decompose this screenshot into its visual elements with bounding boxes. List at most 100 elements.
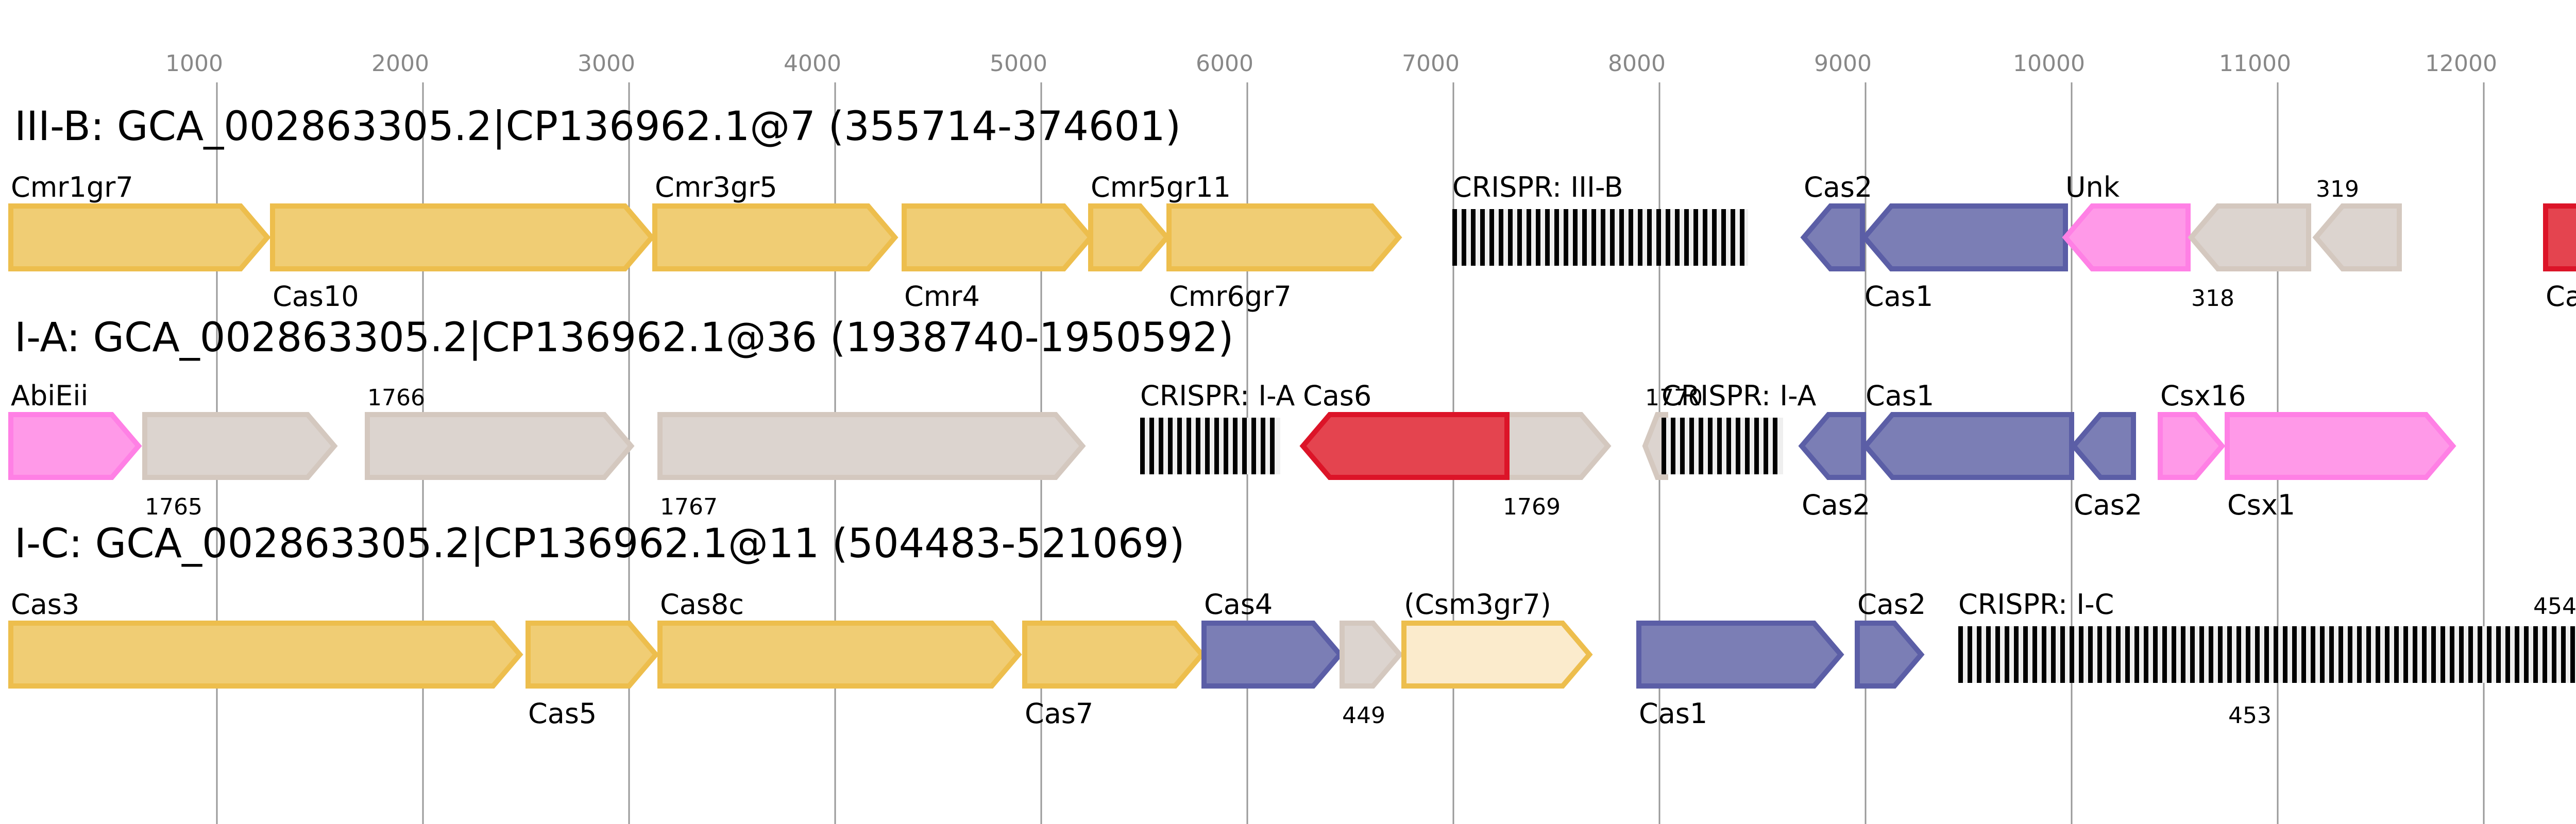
gene-arrow[interactable]: 1765 bbox=[142, 412, 338, 520]
gene-shape[interactable] bbox=[2158, 412, 2226, 480]
crispr-array[interactable]: CRISPR: I-C bbox=[1958, 588, 2576, 683]
crispr-repeat bbox=[2422, 626, 2427, 683]
gene-shape[interactable] bbox=[657, 621, 1022, 689]
gene-arrow[interactable]: Cas6 bbox=[2543, 203, 2576, 313]
crispr-array[interactable]: CRISPR: I-A bbox=[1662, 380, 1816, 474]
crispr-repeat bbox=[2255, 626, 2260, 683]
gene-shape[interactable] bbox=[902, 203, 1094, 271]
gene-arrow[interactable]: (Csm3gr7) bbox=[1401, 588, 1593, 689]
gene-shape[interactable] bbox=[2070, 412, 2136, 480]
gene-arrow[interactable]: Cas1 bbox=[1862, 380, 2074, 480]
crispr-repeat bbox=[1159, 418, 1163, 474]
gene-arrow[interactable]: 1766 bbox=[365, 385, 635, 480]
crispr-repeat bbox=[1708, 418, 1713, 474]
crispr-repeat bbox=[1233, 418, 1238, 474]
feature-label-text: 1769 bbox=[1503, 494, 1561, 520]
gene-arrow[interactable]: Cas6 bbox=[1299, 380, 1510, 480]
crispr-repeat bbox=[2570, 626, 2575, 683]
gene-shape[interactable] bbox=[526, 621, 659, 689]
gene-shape[interactable] bbox=[1636, 621, 1844, 689]
gene-shape[interactable] bbox=[2543, 203, 2576, 271]
gene-shape[interactable] bbox=[1862, 412, 2074, 480]
row-title: I-A: GCA_002863305.2|CP136962.1@36 (1938… bbox=[14, 315, 1234, 361]
feature-label-text: Cas2 bbox=[1857, 588, 1926, 621]
gene-arrow[interactable]: Cmr6gr7 bbox=[1166, 203, 1402, 313]
gene-shape[interactable] bbox=[142, 412, 338, 480]
gene-arrow[interactable]: Cas5 bbox=[526, 621, 659, 730]
crispr-repeat bbox=[1196, 418, 1200, 474]
gene-arrow[interactable]: 1770 bbox=[1642, 385, 1703, 480]
gene-arrow[interactable]: Csx1 bbox=[2225, 412, 2456, 521]
gene-shape[interactable] bbox=[1401, 621, 1593, 689]
gene-arrow[interactable]: Cas4 bbox=[1201, 588, 1344, 689]
gene-arrow[interactable]: Cas10 bbox=[270, 203, 655, 313]
gene-arrow[interactable]: Cas2 bbox=[1855, 588, 1926, 689]
gene-arrow[interactable]: Cmr5gr11 bbox=[1088, 171, 1231, 271]
crispr-repeat bbox=[1471, 209, 1476, 266]
gene-arrow[interactable]: 318 bbox=[2188, 203, 2311, 312]
feature-label-text: Cmr6gr7 bbox=[1169, 280, 1292, 313]
gene-arrow[interactable]: AbiEii bbox=[8, 380, 142, 480]
gene-shape[interactable] bbox=[8, 412, 142, 480]
gene-shape[interactable] bbox=[1800, 203, 1865, 271]
gene-arrow[interactable]: Cas7 bbox=[1022, 621, 1206, 730]
tick-label: 5000 bbox=[990, 50, 1047, 77]
gene-shape[interactable] bbox=[652, 203, 899, 271]
gene-arrow[interactable]: Cas2 bbox=[1800, 171, 1872, 271]
crispr-repeat bbox=[1545, 209, 1550, 266]
gene-arrow[interactable]: 449 bbox=[1340, 621, 1403, 729]
crispr-array[interactable]: CRISPR: I-A bbox=[1140, 380, 1295, 474]
gene-shape[interactable] bbox=[1299, 412, 1510, 480]
gene-shape[interactable] bbox=[657, 412, 1086, 480]
gene-arrow[interactable]: Cmr3gr5 bbox=[652, 171, 899, 271]
crispr-repeat bbox=[1149, 418, 1154, 474]
gene-shape[interactable] bbox=[1201, 621, 1344, 689]
crispr-repeat bbox=[1499, 209, 1503, 266]
gene-shape[interactable] bbox=[1022, 621, 1206, 689]
crispr-repeat bbox=[2357, 626, 2362, 683]
crispr-repeat bbox=[1675, 209, 1680, 266]
gene-arrow[interactable]: Cas1 bbox=[1861, 203, 2068, 313]
feature-label-text: Csx16 bbox=[2160, 380, 2246, 412]
feature-label[interactable]: 453 bbox=[2228, 702, 2272, 729]
crispr-repeat bbox=[1489, 209, 1494, 266]
gene-arrow[interactable]: Cmr1gr7 bbox=[8, 171, 271, 271]
row-title: I-C: GCA_002863305.2|CP136962.1@11 (5044… bbox=[14, 521, 1185, 567]
crispr-repeat bbox=[2552, 626, 2556, 683]
crispr-repeat bbox=[2348, 626, 2352, 683]
gene-shape[interactable] bbox=[365, 412, 635, 480]
gene-arrow[interactable]: Cas1 bbox=[1636, 621, 1844, 730]
gene-shape[interactable] bbox=[2062, 203, 2191, 271]
crispr-repeat bbox=[2209, 626, 2213, 683]
crispr-repeat bbox=[1968, 626, 1972, 683]
crispr-repeat bbox=[1629, 209, 1633, 266]
feature-label[interactable]: 454 bbox=[2533, 593, 2576, 620]
gene-shape[interactable] bbox=[1166, 203, 1402, 271]
gene-shape[interactable] bbox=[2225, 412, 2456, 480]
crispr-repeat bbox=[1527, 209, 1531, 266]
gene-shape[interactable] bbox=[2188, 203, 2311, 271]
gene-shape[interactable] bbox=[8, 203, 271, 271]
gene-arrow[interactable]: Cmr4 bbox=[902, 203, 1094, 313]
gene-shape[interactable] bbox=[1340, 621, 1403, 689]
gene-shape[interactable] bbox=[1798, 412, 1866, 480]
gene-shape[interactable] bbox=[1855, 621, 1925, 689]
gene-arrow[interactable]: Cas2 bbox=[2070, 412, 2142, 521]
gene-arrow[interactable]: Cas2 bbox=[1798, 412, 1870, 521]
gene-arrow[interactable]: 319 bbox=[2312, 176, 2402, 271]
gene-shape[interactable] bbox=[270, 203, 655, 271]
gene-arrow[interactable]: Unk bbox=[2062, 171, 2191, 271]
gene-shape[interactable] bbox=[2312, 203, 2402, 271]
crispr-repeat bbox=[2487, 626, 2492, 683]
gene-arrow[interactable]: Cas3 bbox=[8, 588, 523, 689]
gene-arrow[interactable]: Cas8c bbox=[657, 588, 1022, 689]
gene-arrow[interactable]: 1769 bbox=[1500, 412, 1612, 520]
gene-arrow[interactable]: Csx16 bbox=[2158, 380, 2246, 480]
feature-label-text: Cmr3gr5 bbox=[655, 171, 777, 203]
gene-arrow[interactable]: 1767 bbox=[657, 412, 1086, 520]
gene-shape[interactable] bbox=[1861, 203, 2068, 271]
gene-shape[interactable] bbox=[1500, 412, 1612, 480]
crispr-array[interactable]: CRISPR: III-B bbox=[1452, 171, 1748, 266]
gene-shape[interactable] bbox=[1088, 203, 1171, 271]
gene-shape[interactable] bbox=[8, 621, 523, 689]
